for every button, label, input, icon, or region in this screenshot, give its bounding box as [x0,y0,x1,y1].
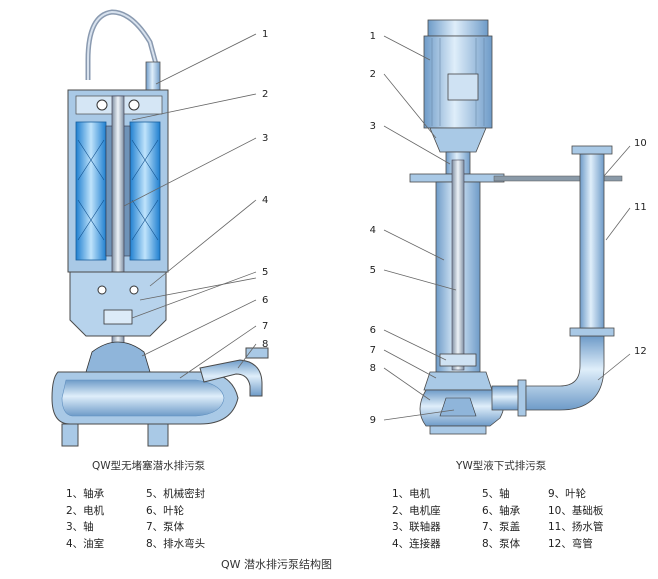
qw-callout-3: 3 [262,133,268,144]
yw-callout-9: 9 [370,415,376,426]
yw-callout-1: 1 [370,31,376,42]
yw-legend-item: 4、连接器 [392,537,441,550]
yw-callout-5: 5 [370,265,376,276]
bearing-low-right [129,285,139,295]
yw-callout-labels: 1 2 3 4 5 6 7 8 9 10 11 12 [370,31,647,426]
qw-legend-item: 4、油室 [66,537,105,550]
yw-legend-item: 10、基础板 [548,504,604,517]
qw-callout-4: 4 [262,195,268,206]
riser-lower-flange [569,327,615,337]
yw-callout-10: 10 [634,138,647,149]
oil-chamber [69,271,167,337]
yw-legend-item: 1、电机 [392,488,431,500]
qw-legend-row: 3、轴 7、泵体 [66,519,205,536]
bearing-top-right [128,99,140,111]
yw-callout-4: 4 [370,225,376,236]
motor-top-cap [427,19,489,37]
yw-legend-item: 2、电机座 [392,504,441,517]
cable-gland [145,61,161,93]
outlet-flange [517,379,527,417]
yw-callout-11: 11 [634,202,647,213]
qw-callout-8: 8 [262,339,268,350]
yw-callout-7: 7 [370,345,376,356]
qw-legend-item: 2、电机 [66,504,105,517]
terminal-box [447,73,479,101]
discharge-elbow [199,359,263,397]
qw-leader-lines [123,33,257,379]
yw-legend-item: 6、轴承 [482,504,521,517]
foot-right [147,423,169,447]
qw-legend-item: 3、轴 [66,521,94,533]
qw-callout-labels: 1 2 3 4 5 6 7 8 [262,29,268,350]
yw-pump-drawing [409,19,623,435]
yw-legend-item: 9、叶轮 [548,488,587,500]
bearing-top-left [96,99,108,111]
elbow-flange [245,347,269,359]
lifting-handle-highlight [87,10,157,80]
volute-inner [61,379,225,417]
pump-cover [423,371,493,391]
winding-lines [77,139,159,241]
yw-legend-item: 7、泵盖 [482,521,521,533]
yw-legend-item: 11、扬水管 [548,521,604,533]
impeller [85,341,151,373]
qw-callout-5: 5 [262,267,268,278]
motor-seat [429,127,487,153]
yw-caption: YW型液下式排污泵 [456,460,547,472]
riser-pipe [579,153,605,329]
yw-legend-item: 5、轴 [482,488,510,500]
qw-legend-row: 2、电机 6、叶轮 [66,503,205,520]
yw-legend-row: 1、电机 5、轴 9、叶轮 [392,486,603,503]
outlet-stub [491,385,521,411]
riser-top-flange [571,145,613,155]
qw-legend-item: 1、轴承 [66,488,105,500]
qw-callout-2: 2 [262,89,268,100]
stator-left [75,121,107,261]
yw-callout-2: 2 [370,69,376,80]
bearing-low-left [97,285,107,295]
yw-legend-row: 2、电机座 6、轴承 10、基础板 [392,503,603,520]
yw-shaft [451,159,465,371]
pump-foot [429,425,487,435]
yw-legend-item: 8、泵体 [482,537,521,550]
yw-callout-12: 12 [634,346,647,357]
qw-legend-item: 7、泵体 [146,521,185,533]
yw-bearing [439,353,477,367]
qw-legend-row: 4、油室 8、排水弯头 [66,536,205,553]
yw-callout-8: 8 [370,363,376,374]
yw-legend-item: 3、联轴器 [392,521,441,533]
yw-legend-item: 12、弯管 [548,537,593,550]
stator-right [129,121,161,261]
yw-leader-lines [383,35,631,421]
figure-title: QW 潜水排污泵结构图 [221,558,333,571]
yw-legend: 1、电机 5、轴 9、叶轮 2、电机座 6、轴承 10、基础板 3、联轴器 7、… [392,486,603,552]
qw-legend-item: 5、机械密封 [146,488,206,500]
yw-impeller [439,397,477,417]
qw-pump-drawing [51,9,269,447]
qw-legend-item: 6、叶轮 [146,504,185,517]
qw-caption: QW型无堵塞潜水排污泵 [92,460,206,472]
bend-pipe [525,335,605,411]
floor-line [493,175,623,182]
foot-left [61,423,79,447]
qw-callout-7: 7 [262,321,268,332]
qw-callout-6: 6 [262,295,268,306]
mechanical-seal [103,309,133,325]
yw-legend-row: 4、连接器 8、泵体 12、弯管 [392,536,603,553]
qw-legend-row: 1、轴承 5、机械密封 [66,486,205,503]
qw-legend-item: 8、排水弯头 [146,537,206,550]
yw-callout-3: 3 [370,121,376,132]
yw-callout-6: 6 [370,325,376,336]
qw-callout-1: 1 [262,29,268,40]
yw-legend-row: 3、联轴器 7、泵盖 11、扬水管 [392,519,603,536]
qw-legend: 1、轴承 5、机械密封 2、电机 6、叶轮 3、轴 7、泵体 4、油室 8、排水… [66,486,205,552]
